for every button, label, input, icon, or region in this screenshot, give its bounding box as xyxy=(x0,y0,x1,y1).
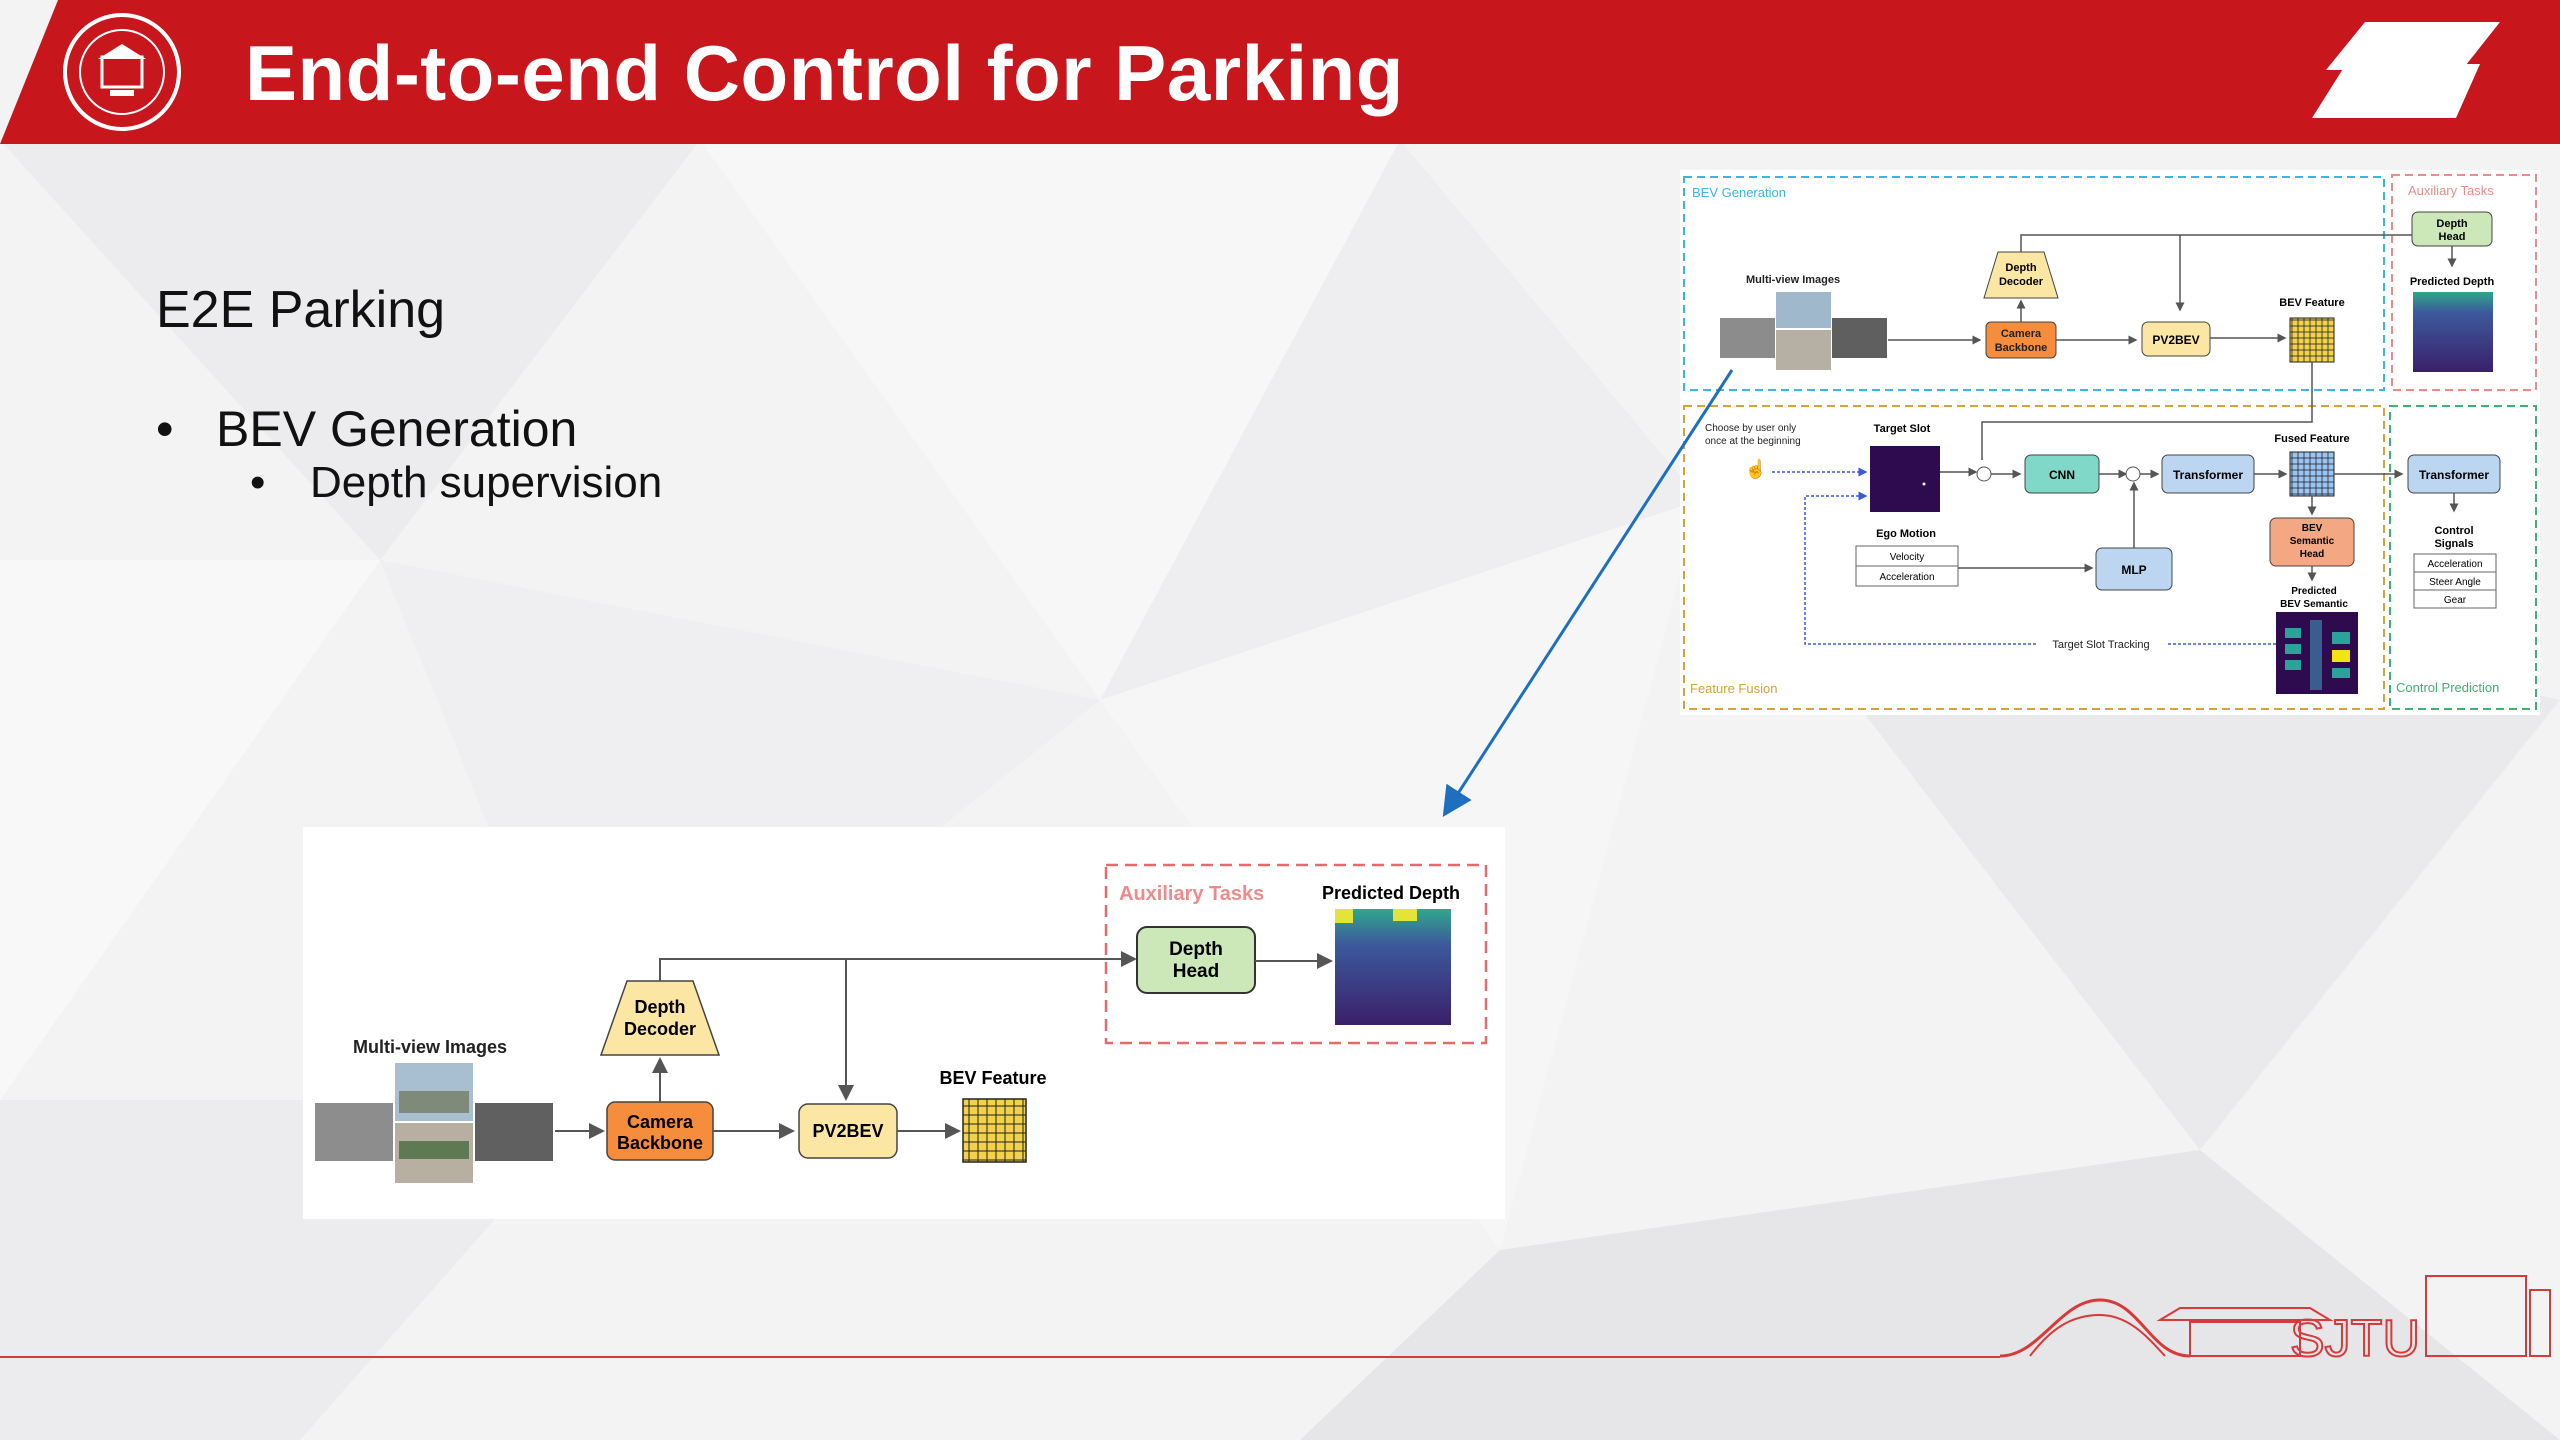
camera-backbone-label: Backbone xyxy=(1995,342,2048,354)
depth-decoder-label: Decoder xyxy=(624,1019,696,1039)
mlp-label: MLP xyxy=(2121,563,2146,577)
depth-head-label: Head xyxy=(2439,231,2466,243)
auxiliary-tasks-label: Auxiliary Tasks xyxy=(1119,883,1264,905)
predicted-bev-semantic-label: Predicted xyxy=(2291,586,2337,597)
add-node xyxy=(1976,466,1992,482)
control-cell xyxy=(2413,589,2497,609)
fused-feature-label: Fused Feature xyxy=(2274,433,2349,445)
target-slot-label: Target Slot xyxy=(1874,423,1931,435)
bev-semantic-head-label: Head xyxy=(2300,549,2324,560)
camera-backbone-label: Backbone xyxy=(617,1133,703,1153)
bullet-marker: • xyxy=(156,401,174,457)
auxiliary-tasks-label: Auxiliary Tasks xyxy=(2408,183,2494,198)
ego-motion-label: Ego Motion xyxy=(1876,528,1936,540)
acceleration-cell xyxy=(1855,565,1959,587)
control-acceleration: Acceleration xyxy=(2427,559,2482,570)
control-steer-angle: Steer Angle xyxy=(2429,577,2481,588)
pv2bev-label: PV2BEV xyxy=(812,1121,883,1141)
cnn-label: CNN xyxy=(2049,468,2075,482)
predicted-depth-image xyxy=(1335,909,1451,1025)
depth-head-label: Depth xyxy=(1169,939,1223,960)
bev-feature-label: BEV Feature xyxy=(939,1068,1046,1088)
bev-generation-label: BEV Generation xyxy=(1692,185,1786,200)
control-transformer-label: Transformer xyxy=(2419,468,2489,482)
auxiliary-tasks-box xyxy=(1104,863,1488,1045)
university-seal-logo xyxy=(63,13,181,131)
feature-fusion-box xyxy=(1683,405,2385,710)
target-slot-tracking-label: Target Slot Tracking xyxy=(2052,639,2149,651)
acceleration-label: Acceleration xyxy=(1879,572,1934,583)
transformer-label: Transformer xyxy=(2173,468,2243,482)
multi-view-label: Multi-view Images xyxy=(353,1037,507,1057)
camera-backbone-label: Camera xyxy=(627,1112,694,1132)
bev-semantic-head-label: Semantic xyxy=(2290,536,2335,547)
sub-bullet-text: Depth supervision xyxy=(310,458,663,507)
fused-feature-grid xyxy=(2289,451,2335,497)
control-prediction-box xyxy=(2389,405,2537,710)
bev-feature-grid xyxy=(2289,317,2335,363)
depth-decoder-box xyxy=(599,980,721,1056)
predicted-depth-image xyxy=(2413,292,2493,372)
footer-brand: SJTU xyxy=(2290,1310,2420,1368)
feature-fusion-label: Feature Fusion xyxy=(1690,681,1777,696)
depth-decoder-label: Depth xyxy=(635,997,686,1017)
pv2bev-label: PV2BEV xyxy=(2152,333,2199,347)
auxiliary-tasks-box xyxy=(2391,174,2537,391)
bev-feature-grid xyxy=(962,1098,1027,1163)
predicted-bev-semantic-label: BEV Semantic xyxy=(2280,599,2348,610)
control-signals-label: Signals xyxy=(2434,538,2473,550)
depth-decoder-box xyxy=(1983,251,2059,299)
control-gear: Gear xyxy=(2444,595,2467,606)
add-node xyxy=(2125,466,2141,482)
bullet-item: • BEV Generation xyxy=(156,400,577,458)
multi-view-images xyxy=(1720,292,1887,370)
choose-note: Choose by user only xyxy=(1705,423,1796,434)
depth-head-label: Depth xyxy=(2436,218,2467,230)
bullet-text: BEV Generation xyxy=(216,401,578,457)
predicted-depth-label: Predicted Depth xyxy=(1322,883,1460,903)
camera-backbone-label: Camera xyxy=(2001,328,2042,340)
predicted-depth-label: Predicted Depth xyxy=(2410,276,2495,288)
footer-divider xyxy=(0,1356,2000,1358)
predicted-bev-semantic-image xyxy=(2276,612,2358,694)
hand-pointer-icon: ☝ xyxy=(1745,458,1767,480)
depth-decoder-label: Decoder xyxy=(1999,276,2044,288)
architecture-diagram-small: BEV Generation Auxiliary Tasks Feature F… xyxy=(1680,170,2540,715)
bev-generation-box xyxy=(1683,176,2385,391)
footer-sjtu-logo: SJTU xyxy=(1999,1275,2551,1369)
depth-head-label: Head xyxy=(1173,961,1219,982)
bev-generation-zoom-diagram: Auxiliary Tasks Multi-view Images Camera… xyxy=(303,827,1505,1219)
page-title: End-to-end Control for Parking xyxy=(245,29,1404,117)
section-heading: E2E Parking xyxy=(156,281,446,339)
sub-bullet-item: • Depth supervision xyxy=(250,458,662,508)
bev-feature-label: BEV Feature xyxy=(2279,297,2344,309)
control-signals-label: Control xyxy=(2434,525,2473,537)
velocity-label: Velocity xyxy=(1890,552,1924,563)
choose-note: once at the beginning xyxy=(1705,436,1801,447)
multi-view-label: Multi-view Images xyxy=(1746,274,1840,286)
pv2bev-box xyxy=(2141,321,2211,357)
control-prediction-label: Control Prediction xyxy=(2396,680,2499,695)
multi-view-images xyxy=(315,1063,553,1183)
target-slot-image xyxy=(1870,446,1940,512)
header-band xyxy=(0,0,2560,144)
depth-decoder-label: Depth xyxy=(2005,262,2036,274)
depth-head-box xyxy=(1136,926,1256,994)
bev-semantic-head-label: BEV xyxy=(2302,523,2323,534)
bullet-marker: • xyxy=(250,458,266,507)
